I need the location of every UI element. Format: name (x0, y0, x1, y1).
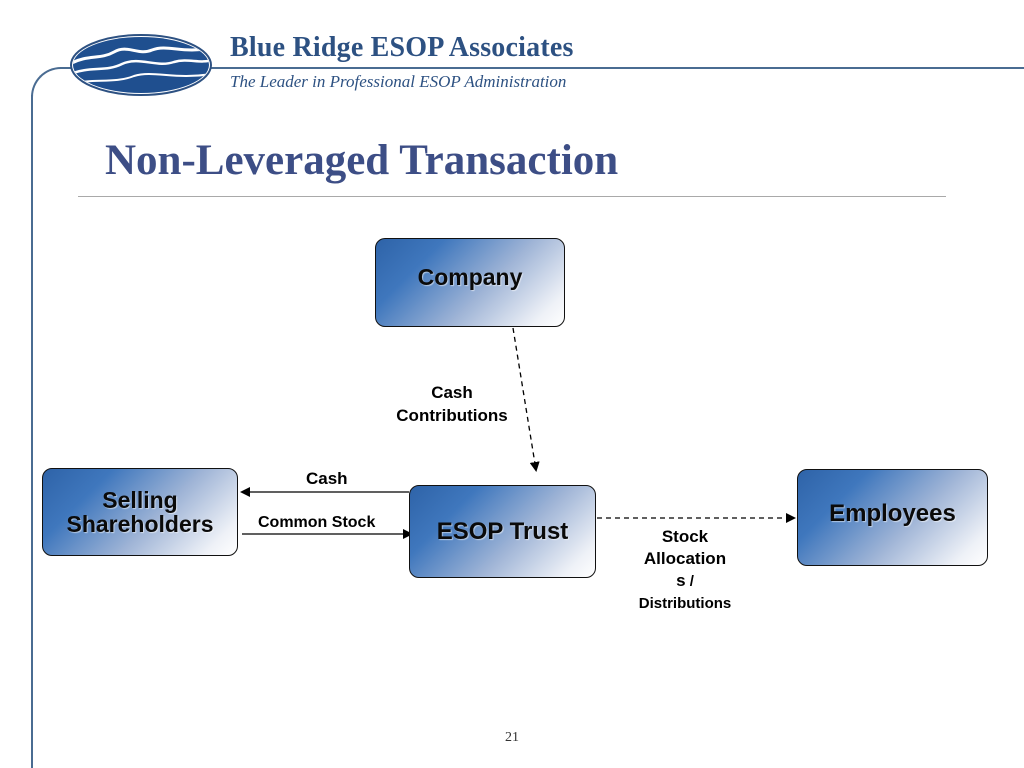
edge-label-stock-line2: Allocation (643, 549, 727, 568)
node-selling-shareholders: Selling Shareholders (42, 468, 238, 556)
mountain-ridge-oval-logo (70, 34, 212, 96)
edge-label-stock-line4: Distributions (638, 595, 732, 612)
node-employees-label: Employees (829, 500, 956, 527)
edge-label-stock-line3: s / (628, 570, 742, 593)
node-selling-label-line2: Shareholders (66, 511, 214, 537)
edge-label-stock-line3b: / (685, 573, 694, 590)
brand-name: Blue Ridge ESOP Associates (230, 32, 574, 63)
slide-frame-left-line (31, 95, 33, 768)
edge-label-cash-contributions: Cash Contributions (386, 381, 518, 427)
edge-label-common-stock: Common Stock (258, 514, 376, 531)
edge-label-stock-allocations: Stock Allocation s / Distributions (628, 526, 742, 615)
slide-frame-top-line (60, 67, 1024, 69)
node-company-label: Company (417, 264, 523, 290)
edge-company-to-trust (512, 327, 540, 472)
title-divider (78, 196, 946, 197)
edge-label-cash-contributions-line2: Contributions (396, 406, 508, 425)
edge-label-cash: Cash (306, 469, 348, 488)
edge-label-cash-contributions-line1: Cash (431, 383, 473, 402)
node-company: Company (375, 238, 565, 327)
node-employees: Employees (797, 469, 988, 566)
brand-tagline: The Leader in Professional ESOP Administ… (230, 72, 567, 91)
node-selling-label-line1: Selling (102, 486, 178, 513)
edge-label-stock-line3a: s (676, 571, 686, 590)
page-number: 21 (505, 730, 519, 745)
node-esop-trust-label: ESOP Trust (436, 517, 569, 545)
slide-title: Non-Leveraged Transaction (105, 137, 619, 184)
node-esop-trust: ESOP Trust (409, 485, 596, 578)
edge-label-stock-line1: Stock (661, 527, 709, 546)
